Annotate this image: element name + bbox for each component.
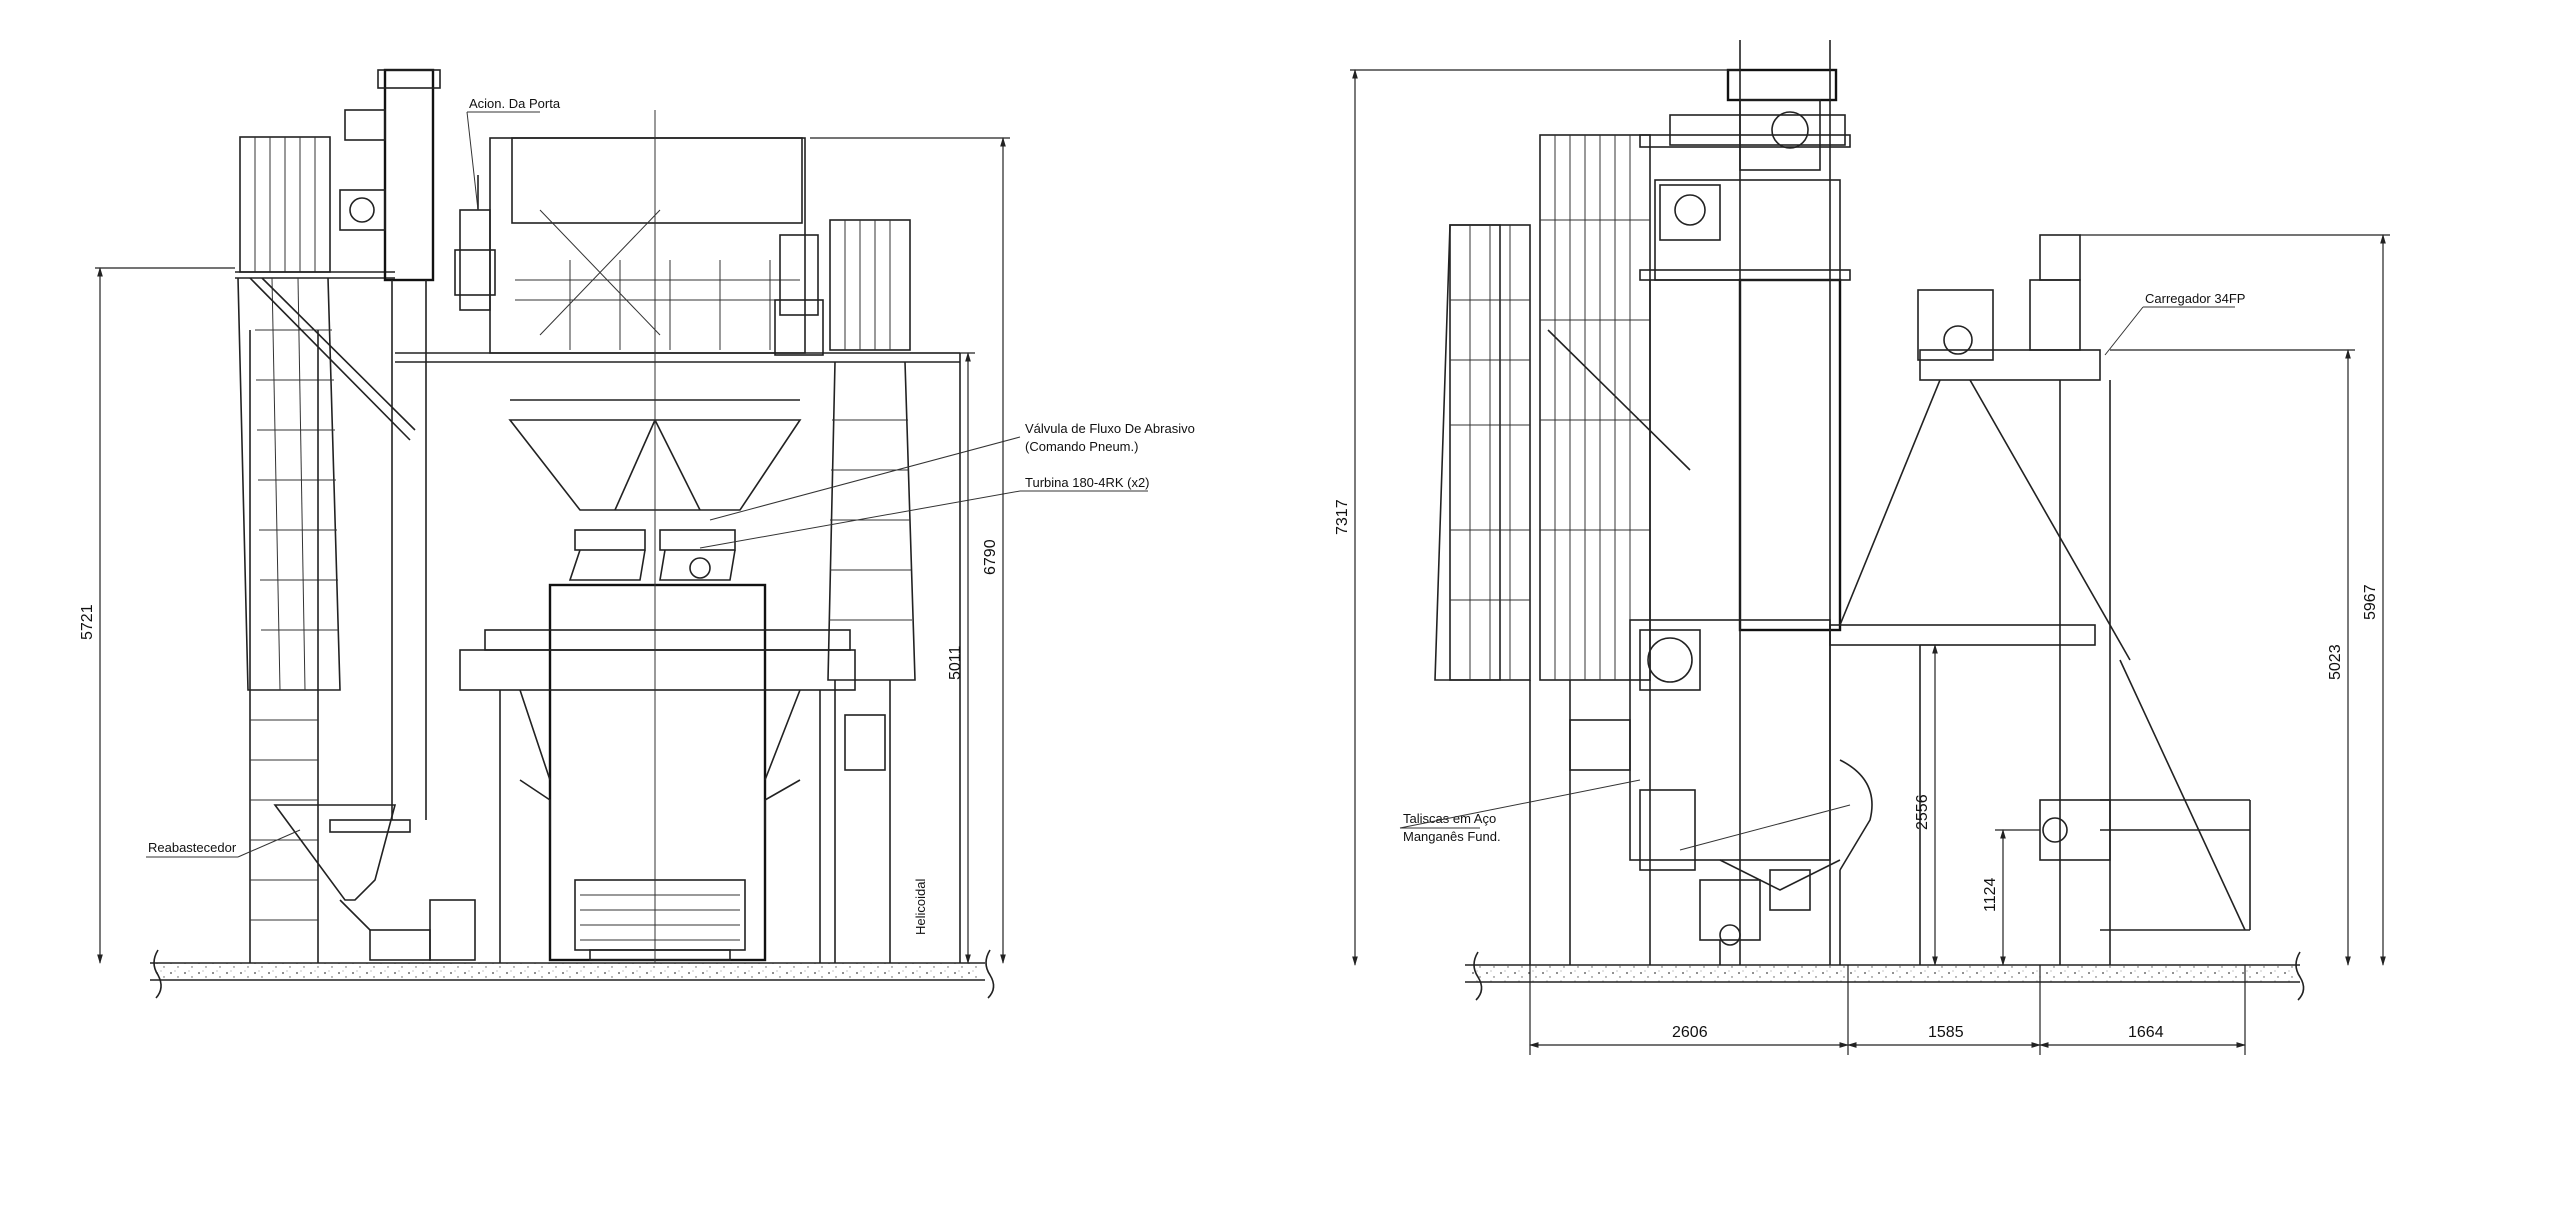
turbine-label: Turbina 180-4RK (x2) (1025, 475, 1150, 490)
dim-5967: 5967 (2362, 584, 2379, 620)
refill-hopper (273, 804, 476, 961)
dim-2606: 2606 (1672, 1024, 1708, 1041)
door-actuator-label: Acion. Da Porta (469, 96, 561, 111)
left-elevation-view (150, 68, 995, 999)
right-elevator (1569, 40, 1873, 965)
dim-5011: 5011 (947, 645, 964, 680)
left-top-platform (395, 137, 960, 363)
dim-1124: 1124 (1982, 877, 1999, 912)
dim-2556: 2556 (1914, 794, 1931, 830)
dim-1585: 1585 (1928, 1024, 1964, 1041)
flow-valve-label-2: (Comando Pneum.) (1025, 439, 1138, 454)
left-right-ladder (827, 219, 961, 963)
dim-5721: 5721 (79, 604, 96, 640)
right-annotations: Carregador 34FP Taliscas em Aço Manganês… (1399, 291, 2245, 851)
left-ladder-cage (235, 136, 416, 963)
blast-cabinet (459, 110, 856, 963)
left-dimensions: 5721 6790 5011 (79, 137, 1010, 964)
dim-1664: 1664 (2128, 1024, 2164, 1041)
loader-34fp (1829, 234, 2251, 965)
dim-5023: 5023 (2327, 644, 2344, 680)
refill-label: Reabastecedor (148, 840, 237, 855)
right-ground (1465, 951, 2305, 1001)
helical-label: Helicoidal (913, 879, 928, 935)
left-ground (150, 949, 995, 999)
right-elevation-view (1434, 40, 2305, 1001)
liners-label-2: Manganês Fund. (1403, 829, 1501, 844)
right-dimensions: 7317 5967 5023 2556 1124 2606 1585 1664 (1334, 69, 2390, 1055)
left-annotations: Acion. Da Porta Válvula de Fluxo De Abra… (146, 96, 1195, 935)
left-elevator-tower (339, 68, 441, 820)
dim-6790: 6790 (982, 539, 999, 575)
loader-label: Carregador 34FP (2145, 291, 2245, 306)
dim-7317: 7317 (1334, 499, 1351, 535)
flow-valve-label-1: Válvula de Fluxo De Abrasivo (1025, 421, 1195, 436)
